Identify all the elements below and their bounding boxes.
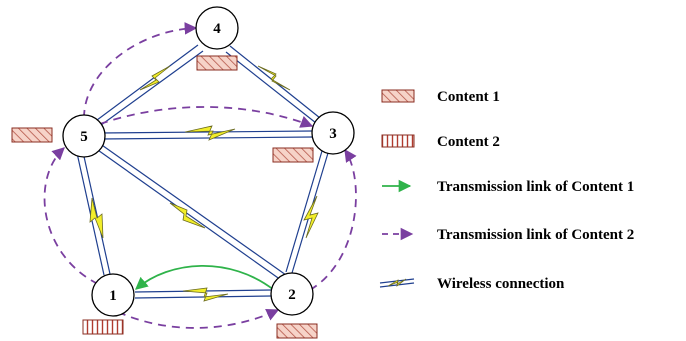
legend-link2: Transmission link of Content 2: [382, 227, 634, 243]
legend-content2: Content 2: [381, 134, 500, 150]
legend-content1: Content 1: [381, 89, 500, 105]
svg-text:3: 3: [329, 126, 337, 142]
link-5-to-4: [83, 22, 198, 119]
bolt-4-3: [257, 65, 291, 91]
link-1-to-2: [117, 308, 280, 329]
content1-tag-node3: [272, 147, 314, 163]
node-5: 5: [62, 114, 106, 158]
content2-tag-node1: [82, 319, 124, 335]
svg-text:Content 1: Content 1: [437, 89, 500, 105]
bolt-5-1: [89, 197, 104, 239]
link-2-to-1: [135, 265, 275, 291]
svg-text:5: 5: [80, 129, 88, 145]
node-4: 4: [195, 6, 239, 50]
wireless-icon: [379, 278, 415, 288]
svg-text:Wireless connection: Wireless connection: [437, 276, 565, 292]
svg-text:1: 1: [109, 288, 117, 304]
link-5-to-3: [99, 106, 314, 128]
bolt-2-3: [303, 195, 319, 239]
content1-tag-node4: [196, 55, 238, 71]
bolt-4-5: [139, 65, 171, 91]
link-2-to-3: [309, 148, 357, 291]
bolt-5-2: [169, 202, 206, 229]
svg-text:Transmission link of Content 2: Transmission link of Content 2: [437, 227, 634, 243]
bolt-1-2: [182, 287, 229, 302]
wireless-connections: [76, 44, 329, 299]
node-2: 2: [270, 272, 314, 316]
svg-text:2: 2: [288, 287, 296, 303]
content2-links: [43, 22, 357, 329]
node-1: 1: [91, 273, 135, 317]
legend-link1: Transmission link of Content 1: [382, 179, 634, 195]
content1-tag-node5: [11, 127, 53, 143]
legend-wireless: Wireless connection: [379, 276, 565, 292]
svg-text:Transmission link of Content 1: Transmission link of Content 1: [437, 179, 634, 195]
content1-swatch: [381, 89, 415, 103]
link-1-to-5: [43, 147, 99, 285]
node-3: 3: [311, 111, 355, 155]
content2-swatch: [381, 134, 415, 148]
content1-tag-node2: [276, 323, 318, 339]
lightning-bolts: [89, 65, 319, 302]
svg-text:4: 4: [213, 21, 221, 37]
legend: Content 1 Content 2 Transmission link of…: [379, 89, 634, 292]
bolt-5-3: [184, 125, 236, 141]
svg-text:Content 2: Content 2: [437, 134, 500, 150]
